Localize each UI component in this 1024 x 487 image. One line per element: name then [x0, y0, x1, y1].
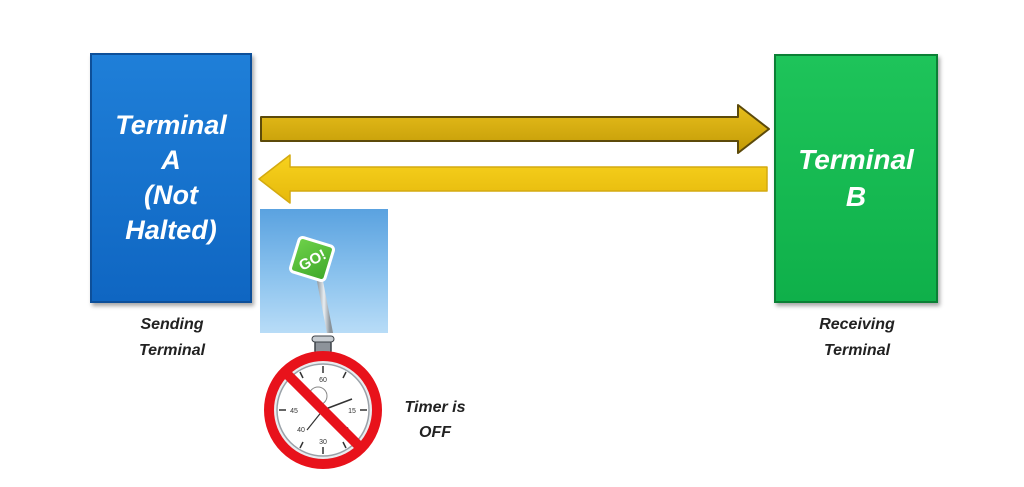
go-sign-icon: GO! — [289, 236, 335, 333]
sending-terminal-caption: Sending Terminal — [112, 312, 232, 365]
caption-line: Terminal — [823, 342, 891, 360]
caption-line: Timer is — [404, 399, 466, 416]
svg-text:40: 40 — [297, 427, 305, 434]
terminal-b-line-1: Terminal — [798, 144, 914, 176]
terminal-b-box: Terminal B — [774, 54, 938, 303]
terminal-a-line-2: A — [161, 144, 181, 175]
terminal-a-line-3: (Not — [144, 180, 198, 210]
svg-text:30: 30 — [319, 439, 327, 446]
no-symbol-icon — [264, 351, 382, 469]
receiving-terminal-caption: Receiving Terminal — [797, 312, 917, 365]
svg-text:60: 60 — [319, 377, 327, 384]
svg-text:15: 15 — [348, 408, 356, 415]
caption-line: OFF — [419, 423, 451, 441]
svg-text:45: 45 — [290, 408, 298, 415]
caption-line: Terminal — [138, 342, 206, 360]
arrow-right-a-to-b — [260, 104, 770, 154]
terminal-a-line-4: Halted) — [125, 215, 217, 246]
go-sign-picture: GO! — [260, 209, 388, 333]
terminal-a-box: Terminal A (Not Halted) — [90, 53, 252, 303]
arrow-left-b-to-a — [258, 154, 768, 204]
terminal-b-line-2: B — [845, 180, 867, 212]
timer-off-caption: Timer is OFF — [385, 396, 485, 446]
caption-line: Receiving — [819, 316, 895, 333]
terminal-a-line-1: Terminal — [115, 109, 227, 140]
caption-line: Sending — [140, 316, 204, 333]
